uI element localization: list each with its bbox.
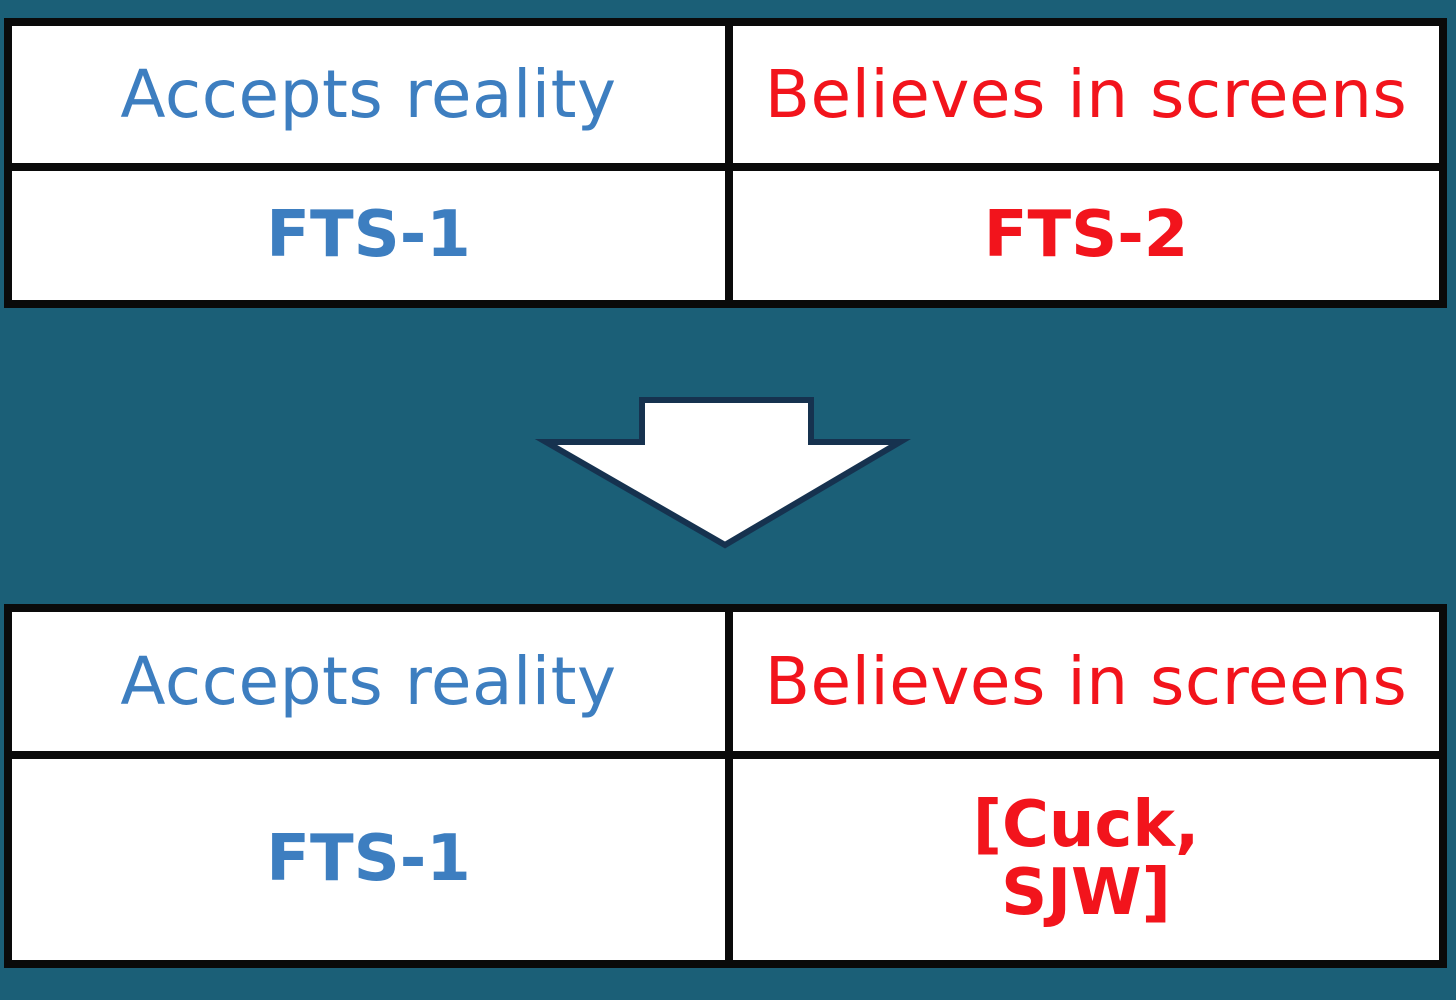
- bottom-table-row-divider: [12, 751, 1439, 759]
- bottom-header-left: Accepts reality: [120, 642, 617, 720]
- bottom-value-right: [Cuck, SJW]: [733, 759, 1439, 960]
- bottom-comparison-table: Accepts reality Believes in screens FTS-…: [4, 604, 1447, 968]
- top-header-left: Accepts reality: [120, 55, 617, 133]
- top-header-right: Believes in screens: [764, 55, 1408, 133]
- bottom-value-right-line2: SJW]: [1001, 855, 1171, 930]
- bottom-value-left: FTS-1: [266, 821, 471, 896]
- bottom-value-right-line1: [Cuck,: [972, 788, 1200, 863]
- top-table-row-divider: [12, 163, 1439, 171]
- top-comparison-table: Accepts reality Believes in screens FTS-…: [4, 18, 1447, 308]
- top-value-right: FTS-2: [983, 197, 1189, 272]
- bottom-header-right: Believes in screens: [764, 642, 1408, 720]
- top-value-left: FTS-1: [266, 197, 471, 272]
- bottom-table-column-divider: [725, 612, 733, 960]
